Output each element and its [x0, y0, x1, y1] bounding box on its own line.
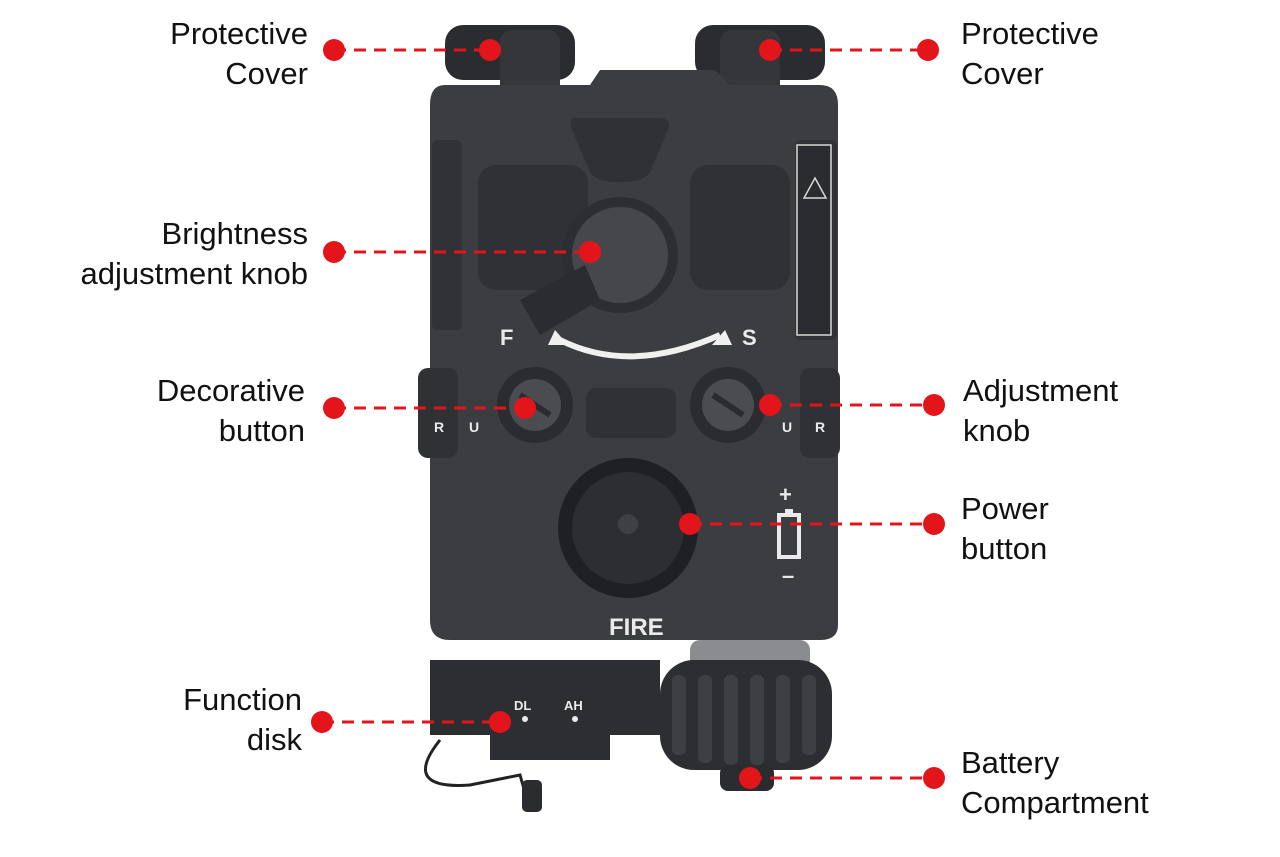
callout-dot [489, 711, 511, 733]
callout-dot [759, 394, 781, 416]
label-line: Adjustment [963, 373, 1119, 408]
u-marking-right: U [782, 419, 792, 435]
label-line: button [218, 413, 305, 448]
u-marking-left: U [469, 419, 479, 435]
callout-leaders [322, 48, 934, 780]
label-power-button: Power button [961, 489, 1049, 569]
label-line: Battery [961, 745, 1060, 780]
fire-marking: FIRE [609, 614, 664, 641]
callout-dot [923, 513, 945, 535]
callout-dot [917, 39, 939, 61]
label-line: Cover [225, 56, 308, 91]
label-line: Compartment [961, 785, 1149, 820]
device-body [418, 70, 840, 812]
label-line: Decorative [156, 373, 305, 408]
callout-dot [923, 394, 945, 416]
callout-dot [323, 39, 345, 61]
callout-dot [579, 241, 601, 263]
label-protective-cover-left: Protective Cover [170, 14, 308, 94]
callout-dot [679, 513, 701, 535]
r-marking-left: R [434, 419, 444, 435]
callout-dot [923, 767, 945, 789]
ah-marking: AH [564, 698, 583, 713]
label-line: adjustment knob [80, 256, 308, 291]
label-line: disk [246, 722, 302, 757]
label-function-disk: Function disk [183, 680, 302, 760]
label-line: knob [963, 413, 1031, 448]
fast-marking: F [500, 325, 513, 350]
dl-marking: DL [514, 698, 531, 713]
label-protective-cover-right: Protective Cover [961, 14, 1099, 94]
label-adjustment-knob: Adjustment knob [963, 371, 1118, 451]
callout-dot [739, 767, 761, 789]
callout-dot [311, 711, 333, 733]
plus-marking: + [779, 482, 792, 507]
label-line: Brightness [161, 216, 308, 251]
callout-dot [479, 39, 501, 61]
minus-marking: – [782, 563, 794, 588]
callout-dot [323, 397, 345, 419]
label-line: button [961, 531, 1048, 566]
callout-dot [514, 397, 536, 419]
label-line: Protective [170, 16, 308, 51]
label-brightness-knob: Brightness adjustment knob [81, 214, 308, 294]
callout-dot [323, 241, 345, 263]
label-decorative-button: Decorative button [157, 371, 305, 451]
label-battery-compartment: Battery Compartment [961, 743, 1149, 823]
label-line: Cover [961, 56, 1044, 91]
label-line: Power [961, 491, 1049, 526]
label-line: Function [183, 682, 302, 717]
callout-dots [311, 39, 945, 789]
slow-marking: S [742, 325, 757, 350]
callout-dot [759, 39, 781, 61]
r-marking-right: R [815, 419, 825, 435]
label-line: Protective [961, 16, 1099, 51]
